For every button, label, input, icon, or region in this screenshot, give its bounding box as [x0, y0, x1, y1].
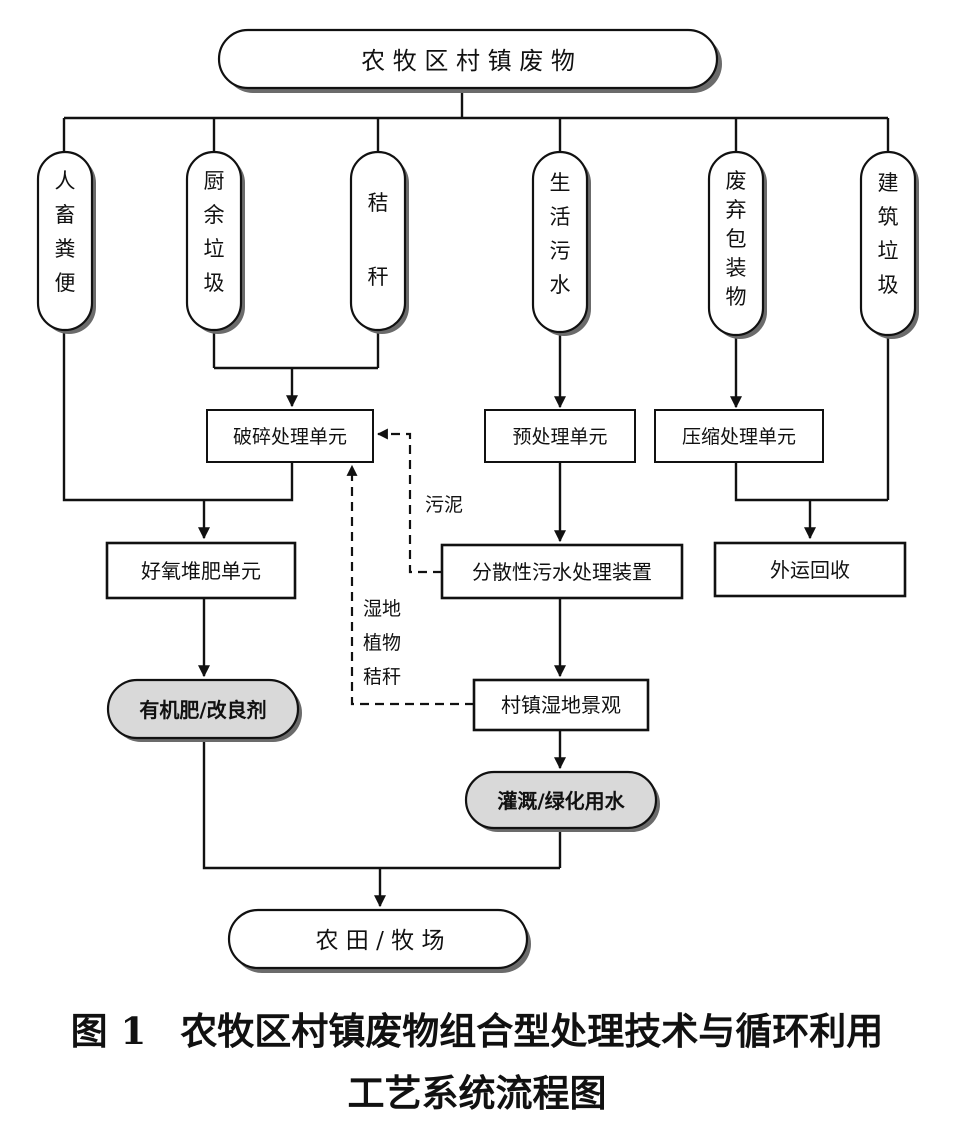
product-irrigation: 灌溉/绿化用水	[464, 770, 660, 832]
source-packaging: 废 弃 包 装 物	[707, 150, 767, 339]
unit-composting: 好氧堆肥单元	[105, 541, 297, 600]
unit-compression-label: 压缩处理单元	[682, 426, 796, 448]
sink-node: 农 田 / 牧 场	[227, 908, 531, 973]
wetland-straw-label: 秸秆	[363, 666, 401, 688]
figure-caption: 图 1 农牧区村镇废物组合型处理技术与循环利用 工艺系统流程图	[0, 1000, 954, 1124]
source-manure-char: 畜	[55, 203, 76, 227]
source-sewage-char: 生	[550, 171, 571, 195]
source-sewage-char: 水	[550, 273, 571, 297]
source-kitchen-char: 厨	[204, 169, 225, 193]
source-construction-char: 建	[878, 171, 899, 195]
unit-crushing: 破碎处理单元	[206, 409, 374, 463]
sludge-label: 污泥	[425, 494, 463, 516]
source-sewage: 生 活 污 水	[531, 150, 591, 336]
source-manure: 人 畜 粪 便	[36, 150, 96, 334]
sink-node-label: 农 田 / 牧 场	[316, 928, 445, 954]
unit-wetland-label: 村镇湿地景观	[501, 693, 621, 717]
source-packaging-char: 包	[726, 227, 747, 251]
unit-pretreatment-label: 预处理单元	[512, 426, 607, 448]
figure-number: 图 1	[70, 1009, 147, 1053]
source-packaging-char: 废	[726, 169, 747, 193]
source-construction-char: 圾	[878, 273, 899, 297]
source-kitchen-char: 余	[204, 203, 225, 227]
source-sewage-char: 污	[550, 239, 571, 263]
unit-crushing-label: 破碎处理单元	[233, 426, 347, 448]
source-manure-char: 便	[55, 271, 76, 295]
unit-pretreatment: 预处理单元	[484, 409, 636, 463]
top-node-label: 农 牧 区 村 镇 废 物	[361, 47, 575, 75]
source-manure-char: 粪	[55, 237, 76, 261]
dashed-connectors	[346, 428, 474, 706]
wetland-straw-label: 植物	[363, 632, 401, 654]
unit-composting-label: 好氧堆肥单元	[141, 559, 261, 583]
caption-line-1: 图 1 农牧区村镇废物组合型处理技术与循环利用	[0, 1000, 954, 1062]
source-construction-char: 垃	[878, 239, 899, 263]
source-straw: 秸 秆	[349, 150, 409, 334]
unit-external-recycling-label: 外运回收	[770, 558, 850, 582]
source-straw-char: 秸	[368, 191, 389, 215]
source-kitchen: 厨 余 垃 圾	[185, 150, 245, 334]
source-kitchen-char: 圾	[204, 271, 225, 295]
source-construction: 建 筑 垃 圾	[859, 150, 919, 339]
product-irrigation-label: 灌溉/绿化用水	[497, 789, 625, 813]
unit-wetland: 村镇湿地景观	[472, 678, 650, 732]
caption-title-2: 工艺系统流程图	[347, 1071, 607, 1115]
wetland-straw-label: 湿地	[363, 598, 401, 620]
unit-sewage-device: 分散性污水处理装置	[440, 543, 684, 600]
top-node: 农 牧 区 村 镇 废 物	[217, 28, 722, 93]
source-manure-char: 人	[55, 169, 76, 193]
caption-title-1: 农牧区村镇废物组合型处理技术与循环利用	[180, 1009, 884, 1053]
product-fertilizer-label: 有机肥/改良剂	[139, 698, 266, 722]
unit-sewage-device-label: 分散性污水处理装置	[472, 560, 652, 584]
source-packaging-char: 物	[726, 285, 747, 309]
source-packaging-char: 装	[726, 256, 747, 280]
product-fertilizer: 有机肥/改良剂	[106, 678, 302, 742]
unit-compression: 压缩处理单元	[654, 409, 824, 463]
source-construction-char: 筑	[878, 205, 899, 229]
connectors	[62, 88, 890, 908]
flowchart: 农 牧 区 村 镇 废 物 人 畜 粪 便 厨 余 垃 圾 秸 秆 生 活 污 …	[36, 28, 919, 973]
unit-external-recycling: 外运回收	[713, 541, 907, 598]
source-sewage-char: 活	[550, 205, 571, 229]
source-straw-char: 秆	[368, 265, 389, 289]
source-packaging-char: 弃	[726, 198, 747, 222]
source-kitchen-char: 垃	[204, 237, 225, 261]
